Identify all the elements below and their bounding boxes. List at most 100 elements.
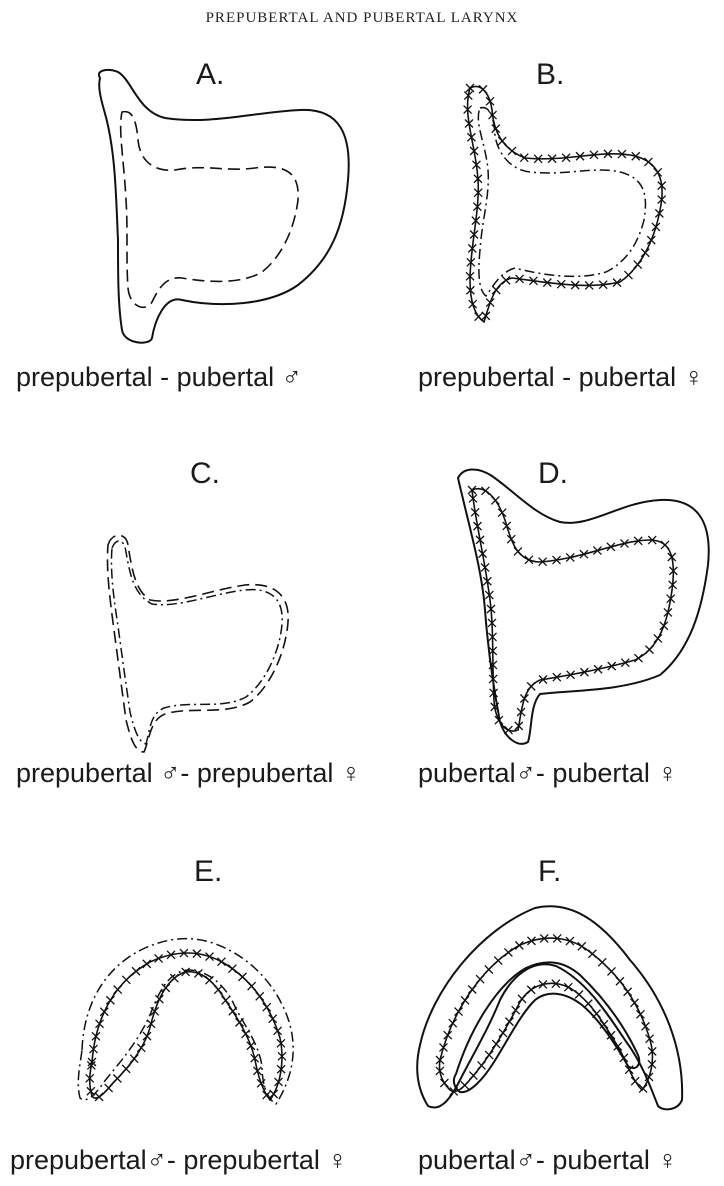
x-mark: [504, 726, 512, 734]
x-mark: [492, 286, 500, 294]
panel-e-male-outline: [78, 939, 293, 1104]
x-mark: [641, 1022, 649, 1030]
panel-a-prepubertal-outline: [121, 112, 299, 308]
x-mark: [654, 168, 662, 176]
x-mark: [575, 991, 583, 999]
x-mark: [222, 996, 230, 1004]
panel-a-drawing: [99, 70, 349, 343]
x-mark: [498, 509, 506, 517]
x-mark: [95, 1093, 103, 1101]
x-mark: [578, 942, 586, 950]
panel-e-drawing: [78, 939, 293, 1104]
x-mark: [270, 1090, 278, 1098]
x-mark: [205, 976, 213, 984]
panel-b-prepubertal-outline: [478, 108, 645, 296]
x-mark: [508, 147, 516, 155]
x-mark: [502, 276, 510, 284]
x-mark: [468, 985, 476, 993]
x-mark: [486, 97, 494, 105]
x-mark: [494, 957, 502, 965]
x-mark: [238, 973, 246, 981]
x-mark: [263, 1003, 271, 1011]
panel-c-drawing: [107, 535, 288, 752]
x-mark: [444, 1031, 452, 1039]
x-mark: [518, 995, 526, 1003]
x-mark: [248, 982, 256, 990]
x-mark: [515, 941, 523, 949]
x-mark: [217, 958, 225, 966]
x-mark: [564, 983, 572, 991]
x-mark: [504, 948, 512, 956]
x-mark: [106, 996, 114, 1004]
panel-c-female-outline: [111, 541, 282, 744]
x-mark: [229, 1007, 237, 1015]
x-mark: [475, 313, 483, 321]
panel-c-male-outline: [107, 535, 288, 752]
x-mark: [634, 261, 642, 269]
x-mark: [263, 1091, 271, 1099]
x-mark: [616, 977, 624, 985]
panel-e-x-marks: [86, 949, 286, 1101]
x-mark: [491, 496, 499, 504]
x-mark: [113, 1075, 121, 1083]
x-mark: [512, 1006, 520, 1014]
x-mark: [478, 1061, 486, 1069]
x-mark: [598, 958, 606, 966]
panel-d-male-outline: [458, 470, 709, 744]
x-mark: [96, 1020, 104, 1028]
x-mark: [641, 249, 649, 257]
x-mark: [132, 967, 140, 975]
x-mark: [654, 634, 662, 642]
x-mark: [256, 992, 264, 1000]
x-mark: [449, 1019, 457, 1027]
x-mark: [499, 1029, 507, 1037]
x-mark: [566, 937, 574, 945]
x-mark: [440, 1079, 448, 1087]
x-mark: [485, 966, 493, 974]
panel-b-pubertal-outline: [468, 87, 663, 322]
x-mark: [143, 1032, 151, 1040]
panel-f-outer-outline: [417, 906, 682, 1109]
x-mark: [492, 1040, 500, 1048]
x-mark: [242, 1030, 250, 1038]
panel-d-drawing: [458, 470, 709, 744]
x-mark: [507, 535, 515, 543]
x-mark: [137, 1044, 145, 1052]
x-mark: [439, 1043, 447, 1051]
x-mark: [636, 1010, 644, 1018]
x-mark: [130, 1055, 138, 1063]
x-mark: [455, 1008, 463, 1016]
x-mark: [645, 646, 653, 654]
x-mark: [461, 996, 469, 1004]
panel-f-male-outline: [439, 938, 652, 1091]
x-mark: [479, 85, 487, 93]
x-mark: [593, 1010, 601, 1018]
panel-f-x-marks: [436, 934, 656, 1095]
x-mark: [194, 969, 202, 977]
x-mark: [481, 487, 489, 495]
x-mark: [631, 1077, 639, 1085]
panel-d-female-outline: [472, 489, 673, 731]
x-mark: [485, 1051, 493, 1059]
x-mark: [624, 271, 632, 279]
x-mark: [105, 1084, 113, 1092]
x-mark: [661, 541, 669, 549]
x-mark: [486, 299, 494, 307]
x-mark: [162, 984, 170, 992]
x-mark: [476, 975, 484, 983]
x-mark: [114, 986, 122, 994]
x-mark: [631, 999, 639, 1007]
x-mark: [607, 967, 615, 975]
x-mark: [143, 960, 151, 968]
x-mark: [514, 547, 522, 555]
x-mark: [269, 1015, 277, 1023]
x-mark: [214, 986, 222, 994]
x-mark: [644, 158, 652, 166]
panel-a-pubertal-outline: [99, 70, 349, 343]
x-mark: [588, 950, 596, 958]
panel-b-drawing: [464, 84, 666, 322]
x-mark: [122, 976, 130, 984]
x-mark: [525, 556, 533, 564]
x-mark: [527, 986, 535, 994]
